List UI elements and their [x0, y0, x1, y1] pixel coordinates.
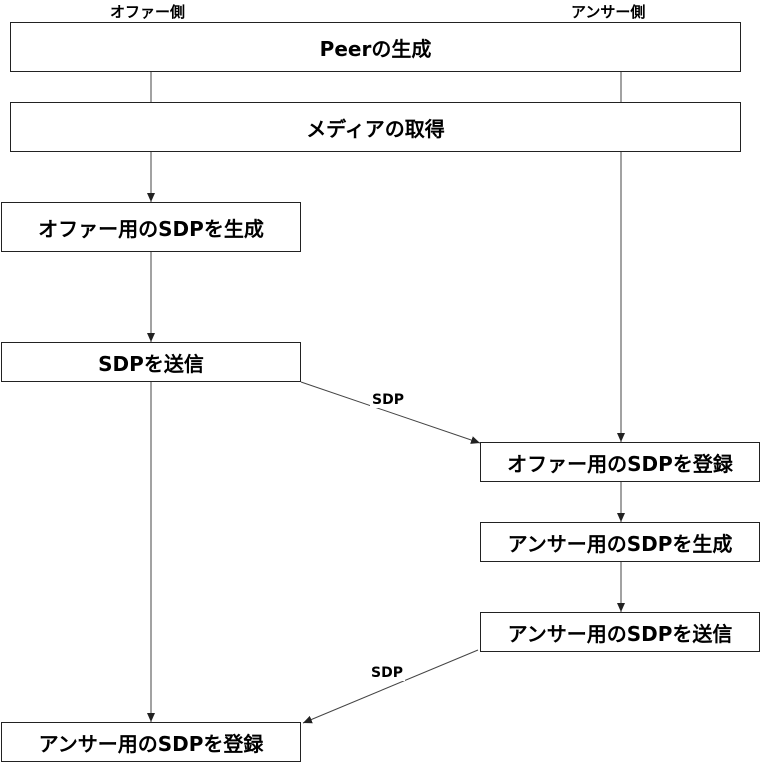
answer-register-offer-box: オファー用のSDPを登録: [480, 442, 760, 482]
answer-send-sdp-box: アンサー用のSDPを送信: [480, 612, 760, 652]
answer-lane-label: アンサー側: [571, 3, 646, 21]
offer-lane-label: オファー側: [110, 3, 186, 21]
answer-create-sdp-box: アンサー用のSDPを生成: [480, 522, 760, 562]
peer-create-box: Peerの生成: [10, 22, 741, 72]
sdp-offer-message-arrow: [300, 381, 481, 444]
sdp-answer-message-arrow: [302, 649, 479, 724]
offer-send-sdp-box: SDPを送信: [1, 342, 301, 382]
offer-register-answer-box: アンサー用のSDPを登録: [1, 722, 301, 762]
get-media-box: メディアの取得: [10, 102, 741, 152]
offer-create-sdp-box: オファー用のSDPを生成: [1, 202, 301, 252]
sdp-offer-edge-label: SDP: [370, 392, 406, 408]
sdp-answer-edge-label: SDP: [369, 665, 405, 681]
